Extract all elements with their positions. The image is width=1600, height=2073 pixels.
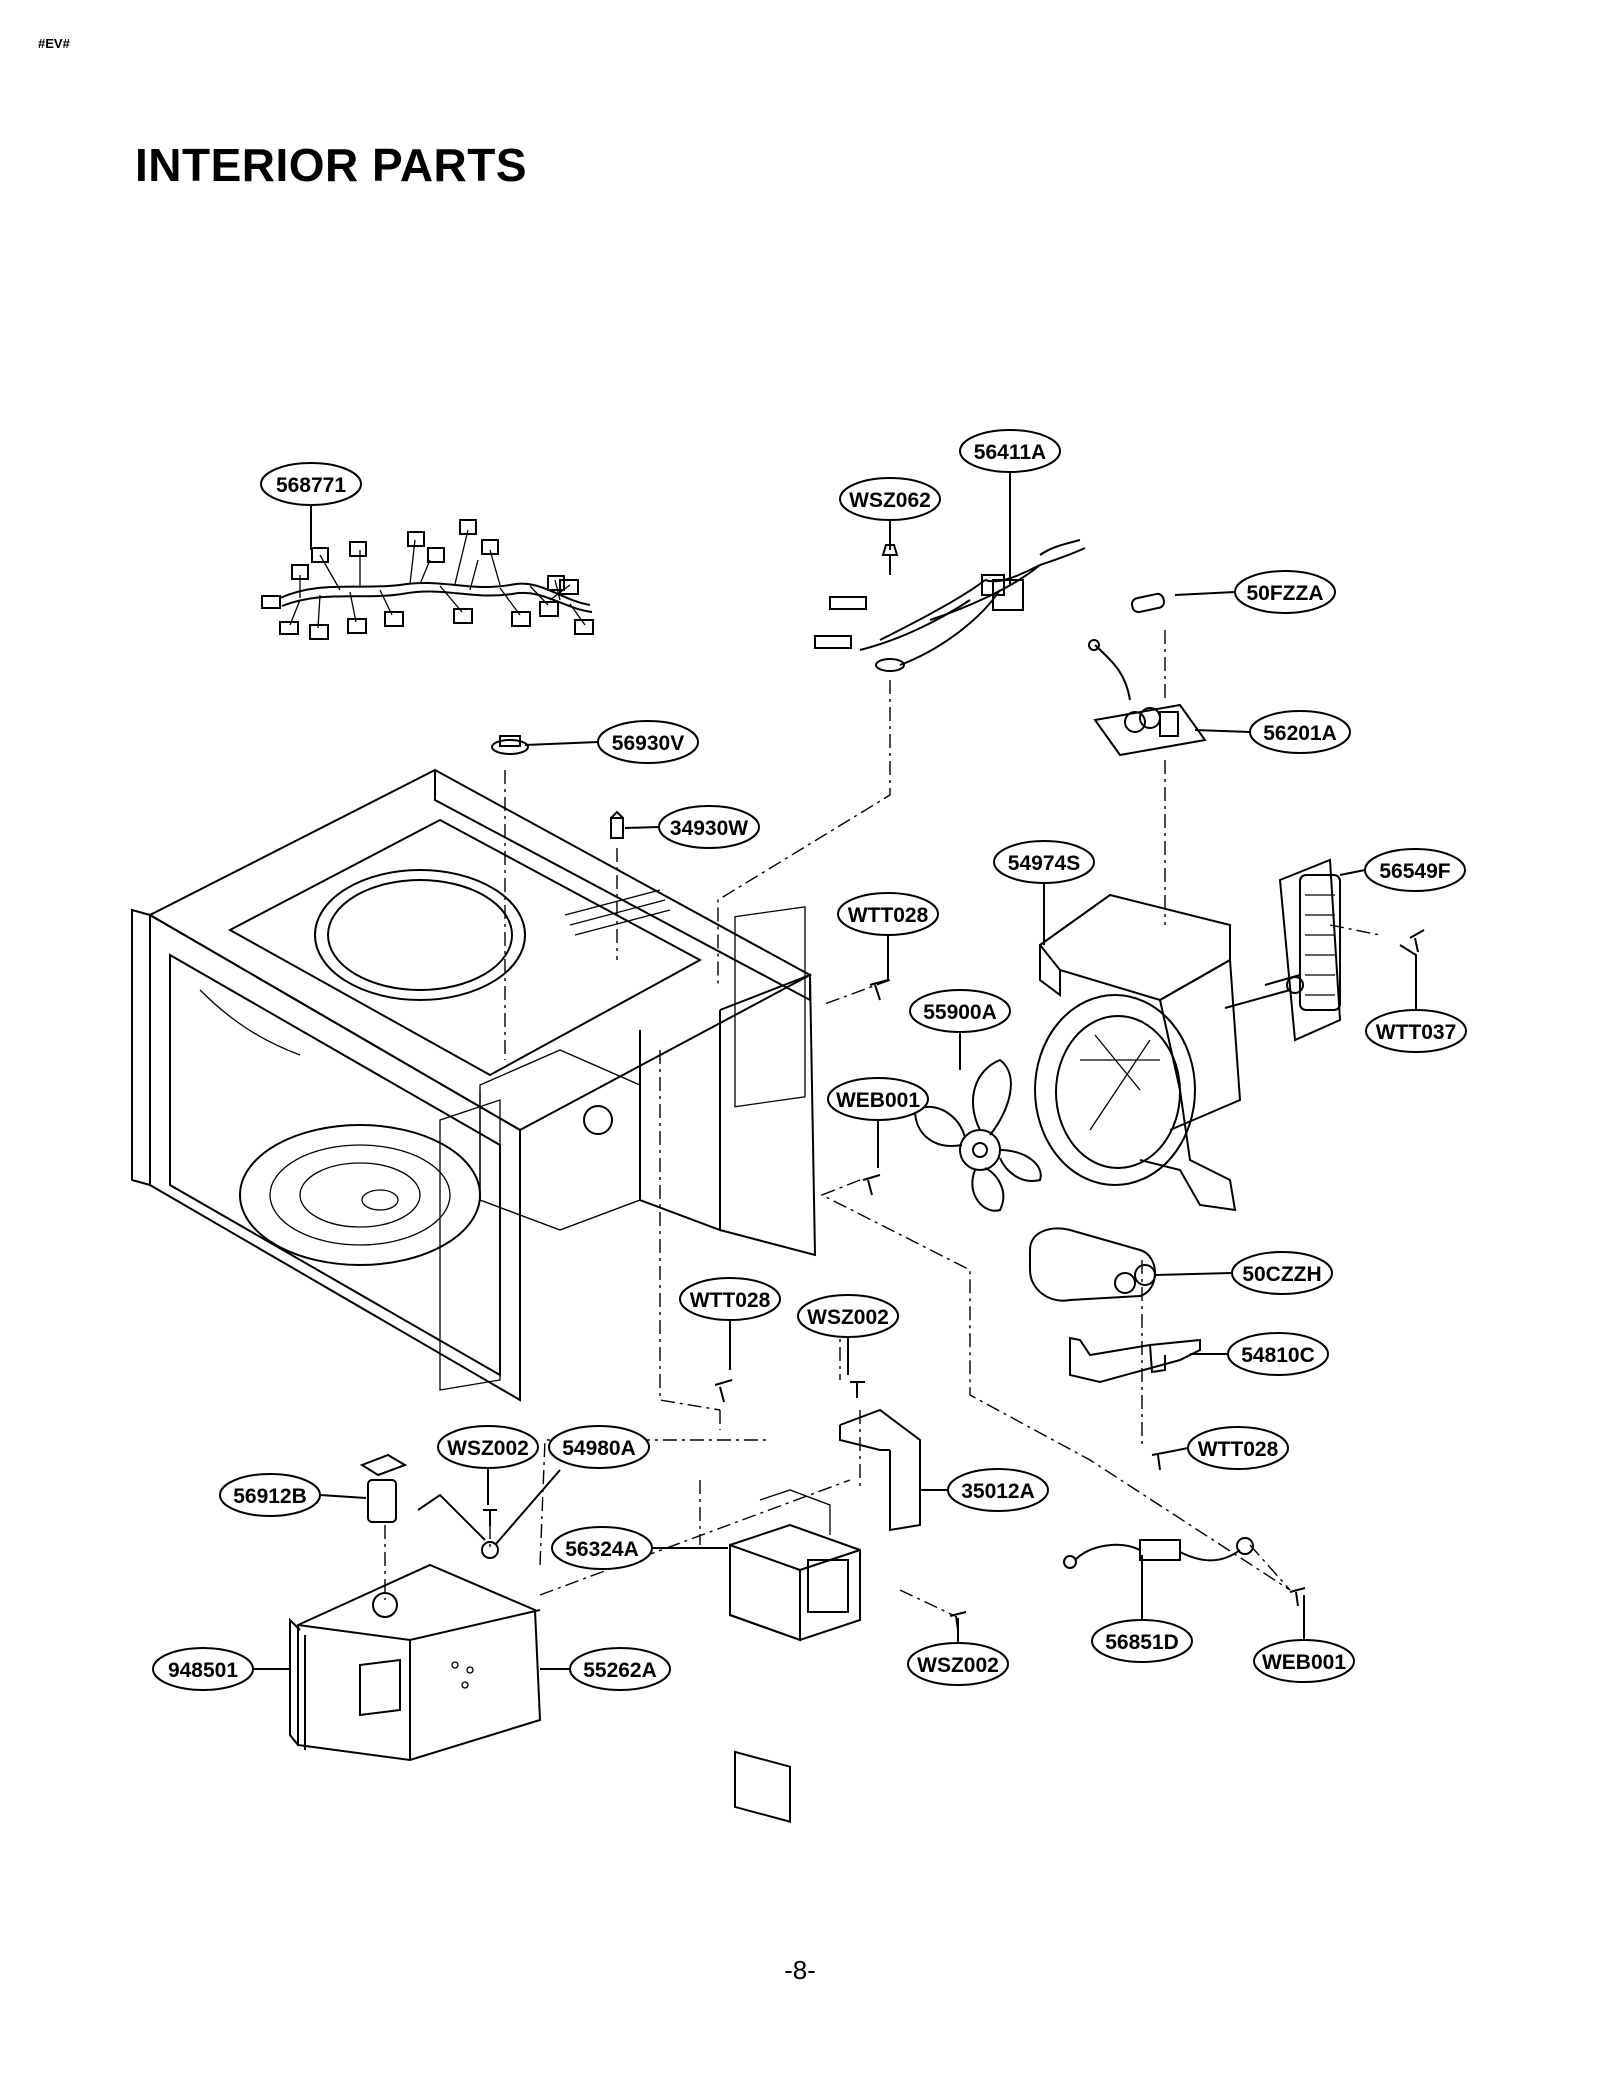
fan-blade-drawing [913, 1058, 1042, 1212]
callout-56912B: 56912B [219, 1473, 321, 1517]
fan-duct-drawing [1034, 893, 1242, 1212]
waveguide-bracket-drawing [839, 1408, 921, 1532]
callout-label: 35012A [961, 1480, 1035, 1503]
callout-568771: 568771 [260, 462, 362, 506]
filter-board-drawing [1088, 592, 1207, 757]
callout-54810C: 54810C [1227, 1332, 1329, 1376]
callout-948501: 948501 [152, 1647, 254, 1691]
lamp-drawing [1063, 1537, 1254, 1569]
callout-label: 56549F [1379, 860, 1450, 883]
capacitor-drawing [1029, 1227, 1156, 1302]
base-plate-drawing [289, 1563, 542, 1762]
callout-label: 568771 [276, 474, 346, 497]
thermostat-drawing [491, 735, 624, 839]
callout-label: 56851D [1105, 1631, 1179, 1654]
callout-label: WTT028 [1198, 1438, 1279, 1461]
callout-56324A: 56324A [551, 1526, 653, 1570]
callout-label: 948501 [168, 1659, 238, 1682]
magnetron-drawing [729, 1489, 861, 1823]
callouts: 568771 56411A WSZ062 50FZZA 56201A 56930… [152, 429, 1467, 1691]
callout-WTT028-top: WTT028 [837, 892, 939, 936]
callout-label: 56324A [565, 1538, 639, 1561]
stirrer-motor-drawing [359, 1453, 499, 1559]
callout-label: WEB001 [836, 1089, 920, 1112]
callout-label: 56201A [1263, 722, 1337, 745]
callout-WTT037: WTT037 [1365, 1009, 1467, 1053]
callout-label: WTT037 [1376, 1021, 1457, 1044]
callout-54974S: 54974S [993, 840, 1095, 884]
callout-label: WSZ002 [917, 1654, 999, 1677]
callout-WSZ002-left: WSZ002 [437, 1425, 539, 1469]
callout-WTT028-middle: WTT028 [679, 1277, 781, 1321]
callout-label: 56930V [612, 732, 684, 755]
page-title: INTERIOR PARTS [135, 139, 528, 191]
callout-label: WTT028 [848, 904, 929, 927]
callout-label: 50FZZA [1246, 582, 1323, 605]
callout-WSZ062: WSZ062 [839, 477, 941, 521]
callout-56549F: 56549F [1364, 848, 1466, 892]
callout-label: 55900A [923, 1001, 997, 1024]
oven-cavity-drawing [131, 768, 817, 1402]
callout-55900A: 55900A [909, 989, 1011, 1033]
callout-34930W: 34930W [658, 805, 760, 849]
callout-WEB001-bottom: WEB001 [1253, 1639, 1355, 1683]
callout-label: WEB001 [1262, 1651, 1346, 1674]
callout-54980A: 54980A [548, 1425, 650, 1469]
capacitor-bracket-drawing [1069, 1336, 1201, 1384]
callout-label: 54980A [562, 1437, 636, 1460]
fan-motor-drawing [1224, 858, 1342, 1042]
callout-label: WSZ062 [849, 489, 931, 512]
callout-label: 55262A [583, 1659, 657, 1682]
callout-label: 56912B [233, 1485, 307, 1508]
callout-55262A: 55262A [569, 1647, 671, 1691]
callout-label: 56411A [974, 441, 1046, 464]
page-number: -8- [784, 1955, 816, 1985]
power-cord-drawing [814, 539, 1086, 672]
callout-35012A: 35012A [947, 1468, 1049, 1512]
callout-56411A: 56411A [959, 429, 1061, 473]
callout-label: 54810C [1241, 1344, 1315, 1367]
callout-label: 54974S [1008, 852, 1080, 875]
callout-56201A: 56201A [1249, 710, 1351, 754]
document-tag: #EV# [38, 36, 70, 51]
assembly-lines [384, 630, 1381, 1617]
callout-WSZ002-middle: WSZ002 [797, 1294, 899, 1338]
leader-lines [253, 472, 1417, 1670]
callout-WEB001-top: WEB001 [827, 1077, 929, 1121]
wire-harness-drawing [261, 519, 594, 640]
callout-56851D: 56851D [1091, 1619, 1193, 1663]
callout-label: WTT028 [690, 1289, 771, 1312]
callout-label: WSZ002 [447, 1437, 529, 1460]
callout-label: 34930W [670, 817, 748, 840]
callout-label: WSZ002 [807, 1306, 889, 1329]
callout-56930V: 56930V [597, 720, 699, 764]
callout-WSZ002-bottom: WSZ002 [907, 1642, 1009, 1686]
callout-label: 50CZZH [1242, 1263, 1321, 1286]
callout-50CZZH: 50CZZH [1231, 1251, 1333, 1295]
callout-WTT028-bottom: WTT028 [1187, 1426, 1289, 1470]
callout-50FZZA: 50FZZA [1234, 570, 1336, 614]
